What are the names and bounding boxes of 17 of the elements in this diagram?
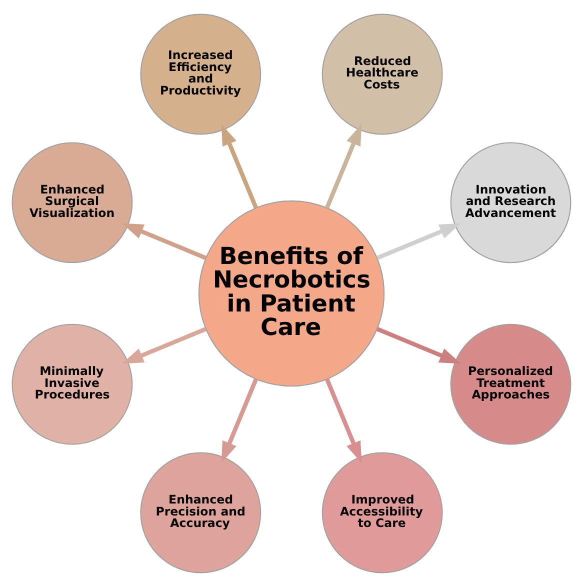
node-circle: Benefits of Necrobotics in Patient Care (198, 200, 385, 387)
node-circle: Enhanced Surgical Visualization (12, 142, 133, 264)
node-circle: Reduced Healthcare Costs (322, 14, 443, 135)
node-circle: Enhanced Precision and Accuracy (140, 452, 262, 574)
node-circle: Improved Accessibility to Care (322, 452, 443, 574)
node-circle: Innovation and Research Advancement (450, 142, 572, 264)
arrow (122, 223, 207, 260)
node-circle: Increased Efficiency and Productivity (140, 14, 262, 135)
arrow (221, 124, 258, 209)
arrow (325, 124, 362, 209)
arrow (122, 327, 207, 364)
arrow (376, 223, 462, 260)
node-circle: Minimally Invasive Procedures (12, 324, 133, 445)
node-circle: Personalized Treatment Approaches (450, 324, 572, 445)
arrow (221, 378, 258, 464)
arrow (376, 327, 462, 364)
arrow (325, 378, 362, 464)
